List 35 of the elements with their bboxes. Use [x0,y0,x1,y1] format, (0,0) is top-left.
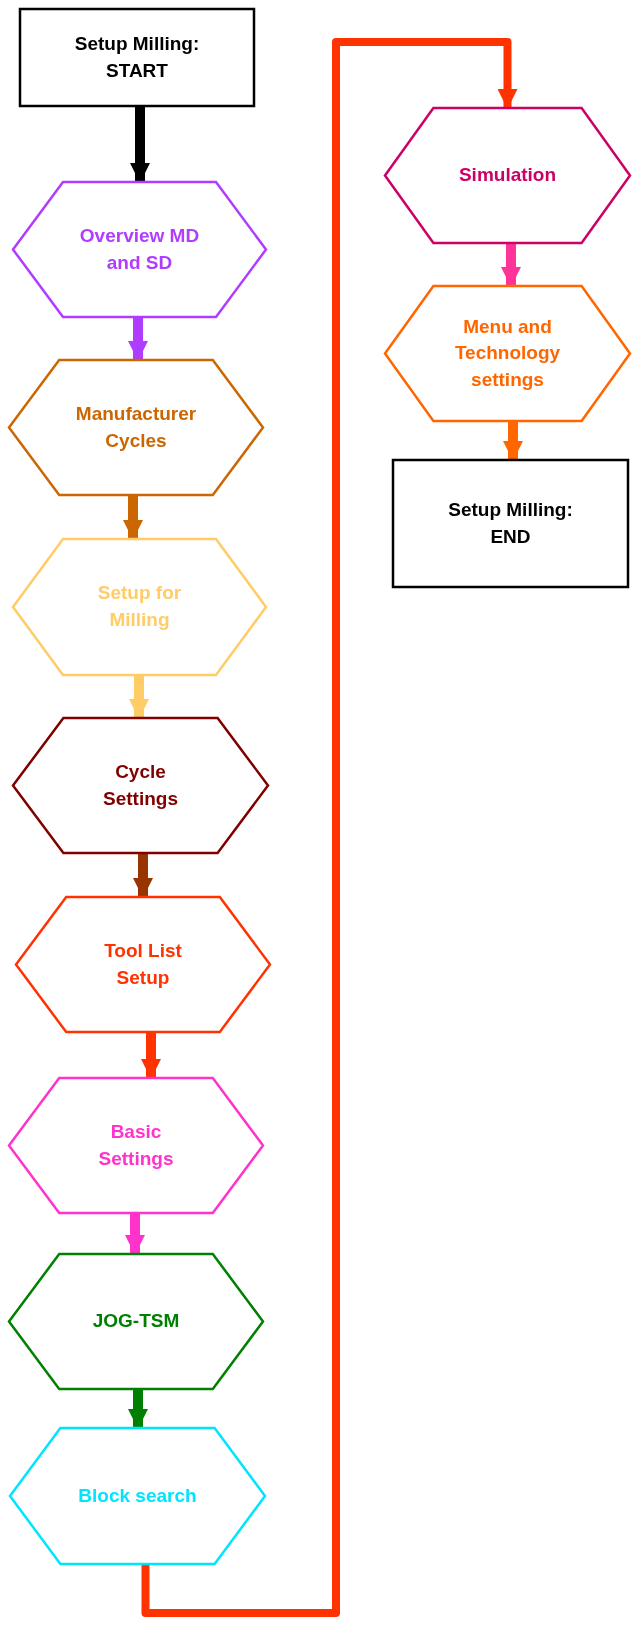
arrow [129,676,149,719]
process-hexagon [384,285,631,422]
arrow [123,496,143,540]
process-hexagon [8,359,264,496]
arrow [125,1214,145,1255]
arrow [141,38,518,1617]
arrow [133,854,153,898]
process-hexagon [384,107,631,244]
process-hexagon [12,181,267,318]
node-label: JOG-TSM [91,1309,181,1334]
process-hexagon [9,1427,266,1565]
node-label: Basic Settings [97,1119,175,1171]
arrow [128,318,148,361]
process-hexagon [12,717,269,854]
node-label: Cycle Settings [102,759,179,811]
terminal-box [19,8,255,107]
node-label: Simulation [457,163,558,188]
node-label: Menu and Technology settings [453,314,562,392]
process-hexagon [12,538,267,676]
arrow [141,1033,161,1079]
node-label: Setup for Milling [96,581,183,632]
node-label: Tool List Setup [103,938,183,990]
arrow [501,244,521,287]
process-hexagon [8,1253,264,1390]
node-label: Block search [77,1483,198,1508]
node-label: Setup Milling: END [447,497,574,549]
arrow [128,1390,148,1429]
arrow [130,107,150,183]
node-label: Manufacturer Cycles [74,401,198,453]
node-label: Overview MD and SD [78,223,201,275]
node-label: Setup Milling: START [73,31,201,83]
terminal-box [392,459,629,588]
process-hexagon [15,896,271,1033]
arrow [503,422,523,461]
process-hexagon [8,1077,264,1214]
